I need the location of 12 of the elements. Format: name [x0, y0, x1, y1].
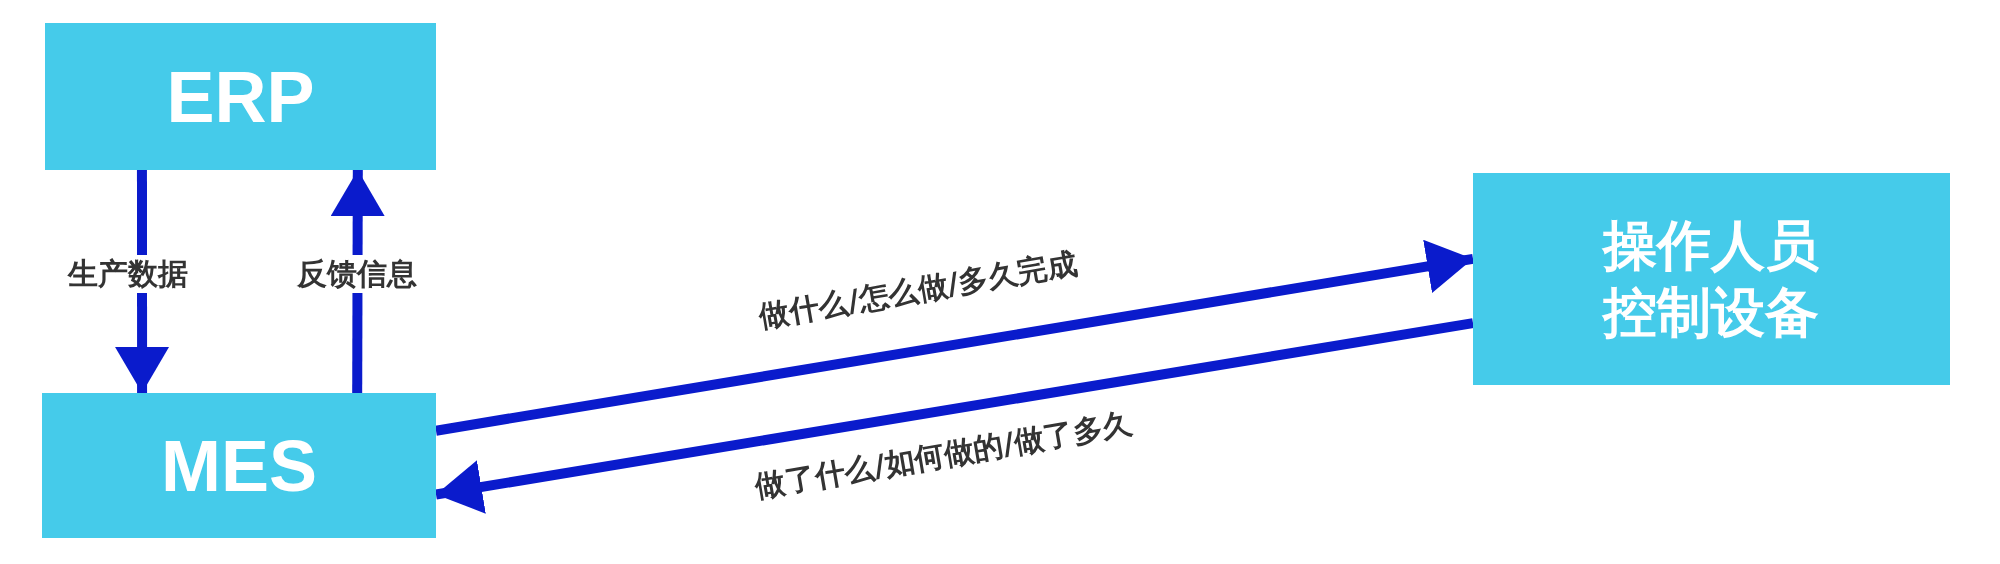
- arrow: [435, 318, 1474, 514]
- edge-label: 做什么/怎么做/多久完成: [756, 244, 1080, 336]
- edge-label: 做了什么/如何做的/做了多久: [752, 404, 1136, 506]
- edge-label: 生产数据: [68, 255, 188, 293]
- system-box: [1473, 173, 1950, 385]
- edge-label: 反馈信息: [297, 255, 417, 293]
- box-label: ERP: [166, 60, 315, 133]
- system-box: [42, 393, 436, 538]
- system-box: [45, 23, 436, 170]
- box-label: 操作人员控制设备: [1601, 212, 1821, 346]
- box-label: MES: [161, 429, 317, 502]
- arrow: [435, 239, 1474, 436]
